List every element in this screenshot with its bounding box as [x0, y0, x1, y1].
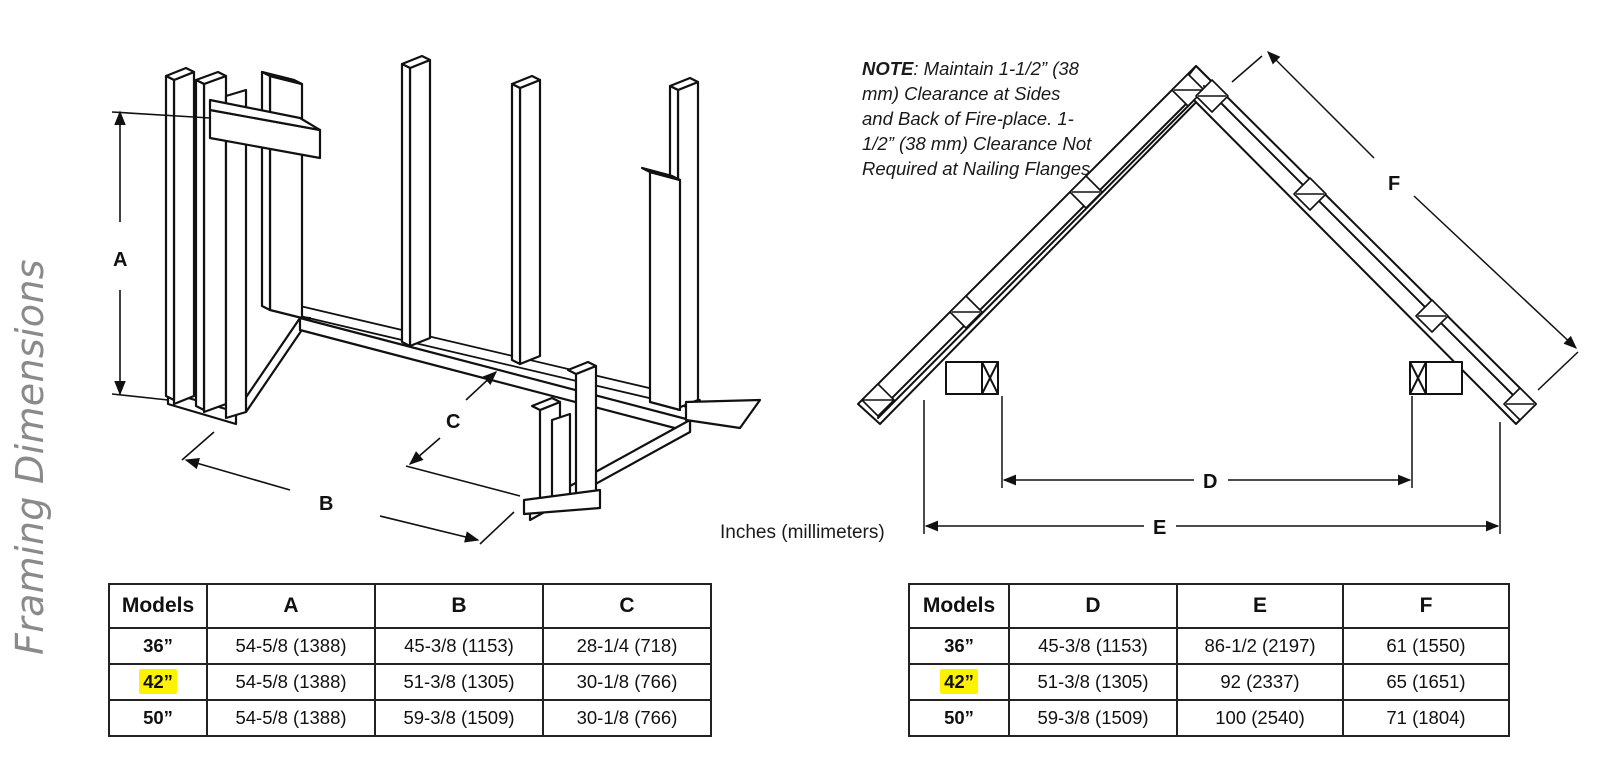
table-row: 50” 59-3/8 (1509) 100 (2540) 71 (1804) — [908, 699, 1510, 737]
table-cell: 92 (2337) — [1176, 663, 1344, 701]
corner-framing-diagram — [857, 65, 1537, 425]
table-cell: 30-1/8 (766) — [542, 699, 712, 737]
highlight-marker: 42” — [940, 669, 978, 694]
label-a: A — [113, 249, 127, 271]
header-a: A — [206, 583, 376, 629]
table-cell: 28-1/4 (718) — [542, 627, 712, 665]
table-cell: 54-5/8 (1388) — [206, 699, 376, 737]
header-c: C — [542, 583, 712, 629]
model-cell: 36” — [108, 627, 208, 665]
table-cell: 45-3/8 (1153) — [1008, 627, 1178, 665]
label-b: B — [319, 493, 333, 515]
model-cell-highlighted: 42” — [108, 663, 208, 701]
model-cell: 50” — [108, 699, 208, 737]
label-f: F — [1388, 173, 1400, 195]
straight-framing-diagram — [164, 54, 762, 522]
table-cell: 71 (1804) — [1342, 699, 1510, 737]
dimension-lines-right — [923, 51, 1579, 534]
table-header-row: Models A B C — [108, 583, 712, 629]
label-e: E — [1153, 517, 1166, 539]
table-row: 50” 54-5/8 (1388) 59-3/8 (1509) 30-1/8 (… — [108, 699, 712, 737]
header-models: Models — [108, 583, 208, 629]
table-cell: 59-3/8 (1509) — [1008, 699, 1178, 737]
table-cell: 100 (2540) — [1176, 699, 1344, 737]
header-e: E — [1176, 583, 1344, 629]
header-models: Models — [908, 583, 1010, 629]
table-cell: 54-5/8 (1388) — [206, 663, 376, 701]
units-label: Inches (millimeters) — [720, 522, 885, 543]
table-row: 36” 45-3/8 (1153) 86-1/2 (2197) 61 (1550… — [908, 627, 1510, 665]
model-cell-highlighted: 42” — [908, 663, 1010, 701]
label-c: C — [446, 411, 460, 433]
table-cell: 59-3/8 (1509) — [374, 699, 544, 737]
highlight-marker: 42” — [139, 669, 177, 694]
table-header-row: Models D E F — [908, 583, 1510, 629]
table-cell: 65 (1651) — [1342, 663, 1510, 701]
dimension-lines-left — [111, 110, 521, 545]
note-prefix: NOTE — [862, 58, 914, 79]
header-f: F — [1342, 583, 1510, 629]
model-cell: 50” — [908, 699, 1010, 737]
label-d: D — [1203, 471, 1217, 493]
note-text: : Maintain 1-1/2” (38 mm) Clearance at S… — [862, 58, 1092, 179]
table-cell: 45-3/8 (1153) — [374, 627, 544, 665]
header-b: B — [374, 583, 544, 629]
dimensions-table-abc: Models A B C 36” 54-5/8 (1388) 45-3/8 (1… — [108, 583, 712, 737]
table-row: 36” 54-5/8 (1388) 45-3/8 (1153) 28-1/4 (… — [108, 627, 712, 665]
table-row: 42” 51-3/8 (1305) 92 (2337) 65 (1651) — [908, 663, 1510, 701]
table-cell: 51-3/8 (1305) — [374, 663, 544, 701]
table-row: 42” 54-5/8 (1388) 51-3/8 (1305) 30-1/8 (… — [108, 663, 712, 701]
header-d: D — [1008, 583, 1178, 629]
dimensions-table-def: Models D E F 36” 45-3/8 (1153) 86-1/2 (2… — [908, 583, 1510, 737]
model-cell: 36” — [908, 627, 1010, 665]
clearance-note: NOTE: Maintain 1-1/2” (38 mm) Clearance … — [862, 56, 1092, 181]
table-cell: 51-3/8 (1305) — [1008, 663, 1178, 701]
table-cell: 54-5/8 (1388) — [206, 627, 376, 665]
table-cell: 61 (1550) — [1342, 627, 1510, 665]
table-cell: 86-1/2 (2197) — [1176, 627, 1344, 665]
table-cell: 30-1/8 (766) — [542, 663, 712, 701]
